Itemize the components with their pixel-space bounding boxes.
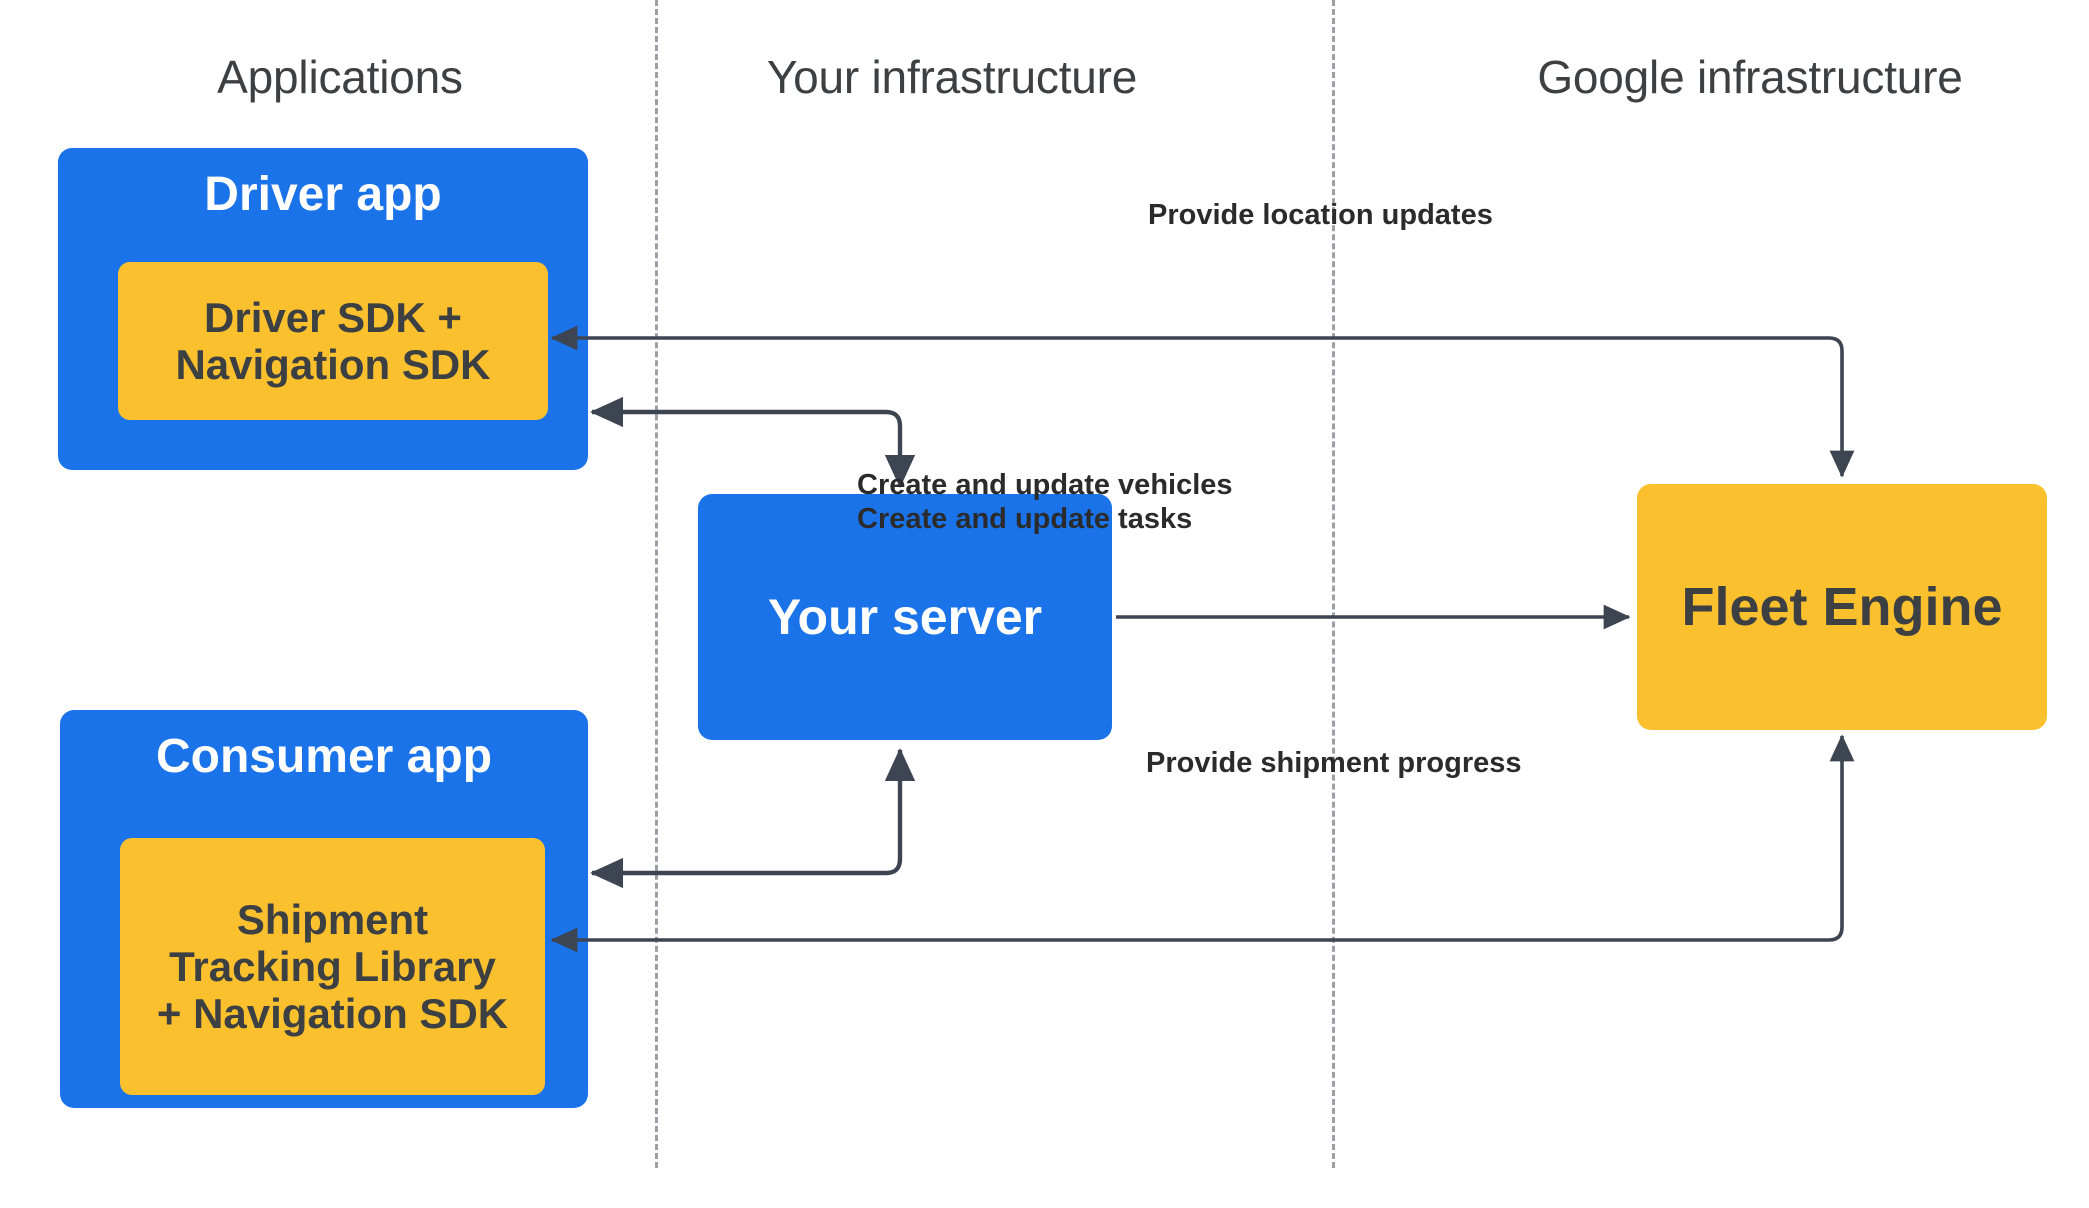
edge-label-provide-shipment-progress: Provide shipment progress bbox=[1146, 747, 1522, 779]
divider-applications-infrastructure bbox=[655, 0, 658, 1168]
column-header-your-infrastructure: Your infrastructure bbox=[766, 51, 1138, 103]
edge-your-server-to-driver-app bbox=[590, 396, 916, 488]
node-driver-sdk: Driver SDK +Navigation SDK bbox=[118, 262, 548, 420]
column-header-google-infrastructure: Google infrastructure bbox=[1537, 51, 1963, 103]
fleet-engine-title: Fleet Engine bbox=[1681, 577, 2003, 637]
node-fleet-engine: Fleet Engine bbox=[1637, 484, 2047, 730]
node-driver-app: Driver app Driver SDK +Navigation SDK bbox=[58, 148, 588, 470]
consumer-app-title: Consumer app bbox=[155, 730, 493, 783]
edge-label-create-and-update-vehicles: Create and update vehicles bbox=[857, 469, 1233, 501]
edge-provide-location-updates-to-driver bbox=[550, 325, 1855, 478]
column-header-applications: Applications bbox=[217, 51, 463, 103]
edge-label-provide-location-updates: Provide location updates bbox=[1148, 199, 1493, 231]
driver-app-title: Driver app bbox=[204, 168, 442, 221]
edge-your-server-to-consumer-app bbox=[590, 748, 916, 889]
edge-label-create-and-update-tasks: Create and update tasks bbox=[857, 503, 1193, 535]
your-server-title: Your server bbox=[767, 589, 1043, 645]
divider-infrastructure-google bbox=[1332, 0, 1335, 1168]
node-your-server: Your server bbox=[698, 494, 1112, 740]
